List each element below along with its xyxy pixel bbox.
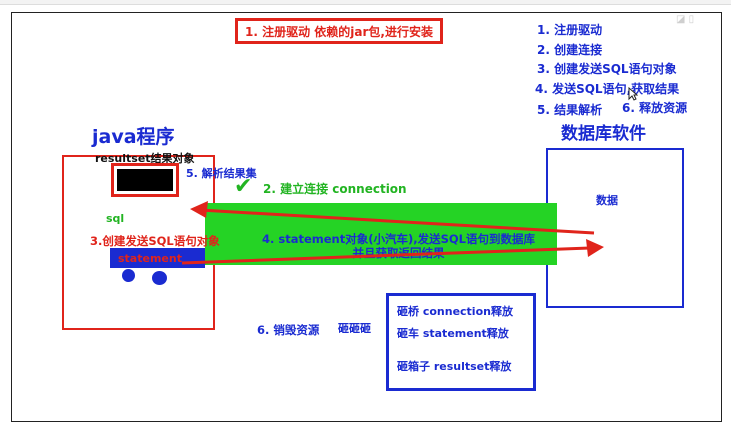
- car-wheel-front: [122, 269, 135, 282]
- cursor-icon: [628, 87, 638, 101]
- resultset-box-fill: [117, 169, 173, 191]
- response-arrow-line: [199, 208, 595, 235]
- release-connection: 砸桥 connection释放: [397, 305, 513, 318]
- step-1: 1. 注册驱动: [537, 23, 603, 37]
- statement-label: statement: [118, 251, 182, 265]
- check-icon: ✔: [234, 174, 253, 199]
- resultset-label: resultset结果对象: [95, 152, 195, 165]
- step-6: 6. 释放资源: [622, 101, 688, 115]
- java-program-label: java程序: [92, 126, 175, 148]
- create-statement-label: 3.创建发送SQL语句对象: [90, 234, 220, 248]
- database-data-label: 数据: [596, 194, 618, 207]
- step-3: 3. 创建发送SQL语句对象: [537, 62, 677, 76]
- smash-label: 砸砸砸: [338, 322, 371, 335]
- resultset-box: [111, 163, 179, 197]
- step-5: 5. 结果解析: [537, 103, 603, 117]
- title-box: 1. 注册驱动 依赖的jar包,进行安装: [235, 18, 443, 44]
- sql-label: sql: [106, 212, 125, 225]
- release-resultset: 砸箱子 resultset释放: [397, 360, 512, 373]
- corner-logo-icon: ◪ ▯: [676, 14, 695, 25]
- parse-resultset-label: 5. 解析结果集: [186, 167, 257, 180]
- statement-send-line-1: 4. statement对象(小汽车),发送SQL语句到数据库: [262, 232, 536, 246]
- slide-border: [11, 12, 722, 422]
- statement-car: statement: [110, 248, 205, 268]
- release-box: [386, 293, 536, 391]
- step-4: 4. 发送SQL语句,获取结果: [535, 82, 680, 96]
- step-2: 2. 创建连接: [537, 43, 603, 57]
- request-arrow-line: [181, 246, 591, 265]
- window-top-edge: [0, 0, 731, 5]
- destroy-resources-label: 6. 销毁资源: [257, 323, 320, 337]
- release-statement: 砸车 statement释放: [397, 327, 509, 340]
- database-software-label: 数据库软件: [561, 124, 646, 144]
- response-arrow-head: [190, 201, 208, 218]
- request-arrow-head: [586, 239, 604, 257]
- connection-label: 2. 建立连接 connection: [263, 182, 407, 196]
- car-wheel-rear: [152, 271, 167, 285]
